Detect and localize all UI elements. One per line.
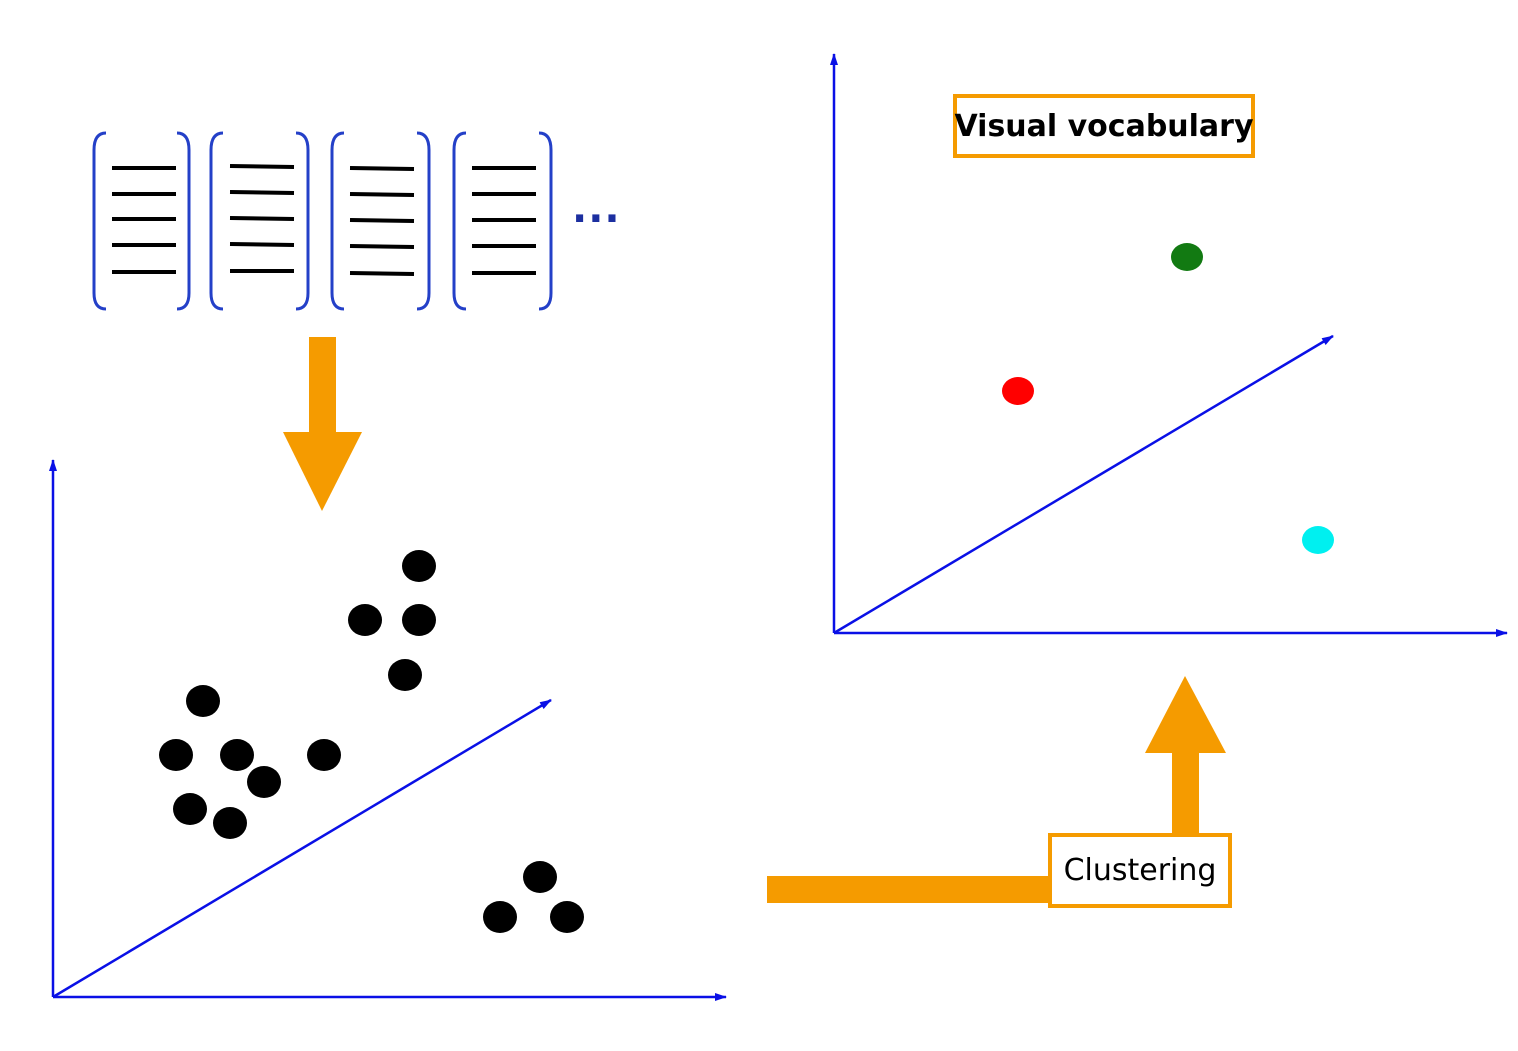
feature-point bbox=[159, 739, 193, 771]
feature-points bbox=[159, 550, 584, 933]
feature-space-z-axis bbox=[52, 698, 552, 999]
centroids bbox=[1002, 243, 1334, 554]
feature-point bbox=[402, 604, 436, 636]
visual-vocabulary-label: Visual vocabulary bbox=[953, 94, 1255, 158]
clustering-arrow bbox=[767, 676, 1226, 903]
descriptor-vector-3 bbox=[330, 131, 431, 311]
feature-point bbox=[483, 901, 517, 933]
descriptor-vector-1 bbox=[92, 131, 191, 311]
feature-point bbox=[550, 901, 584, 933]
more-descriptors-ellipsis: ... bbox=[572, 186, 621, 232]
descriptor-vector-2 bbox=[209, 131, 310, 311]
feature-point bbox=[247, 766, 281, 798]
feature-space-axes bbox=[49, 459, 727, 1001]
feature-point bbox=[348, 604, 382, 636]
descriptor-vectors bbox=[92, 131, 553, 311]
clustering-label: Clustering bbox=[1048, 833, 1232, 908]
feature-point bbox=[388, 659, 422, 691]
red-centroid bbox=[1002, 377, 1034, 405]
vocabulary-space-axes bbox=[830, 53, 1508, 637]
feature-point bbox=[186, 685, 220, 717]
feature-point bbox=[220, 739, 254, 771]
feature-point bbox=[402, 550, 436, 582]
descriptor-vector-4 bbox=[452, 131, 553, 311]
feature-point bbox=[523, 861, 557, 893]
feature-point bbox=[307, 739, 341, 771]
down-arrow bbox=[283, 337, 362, 511]
green-centroid bbox=[1171, 243, 1203, 271]
vocabulary-space-z-axis bbox=[833, 334, 1334, 635]
feature-point bbox=[173, 793, 207, 825]
feature-point bbox=[213, 807, 247, 839]
cyan-centroid bbox=[1302, 526, 1334, 554]
